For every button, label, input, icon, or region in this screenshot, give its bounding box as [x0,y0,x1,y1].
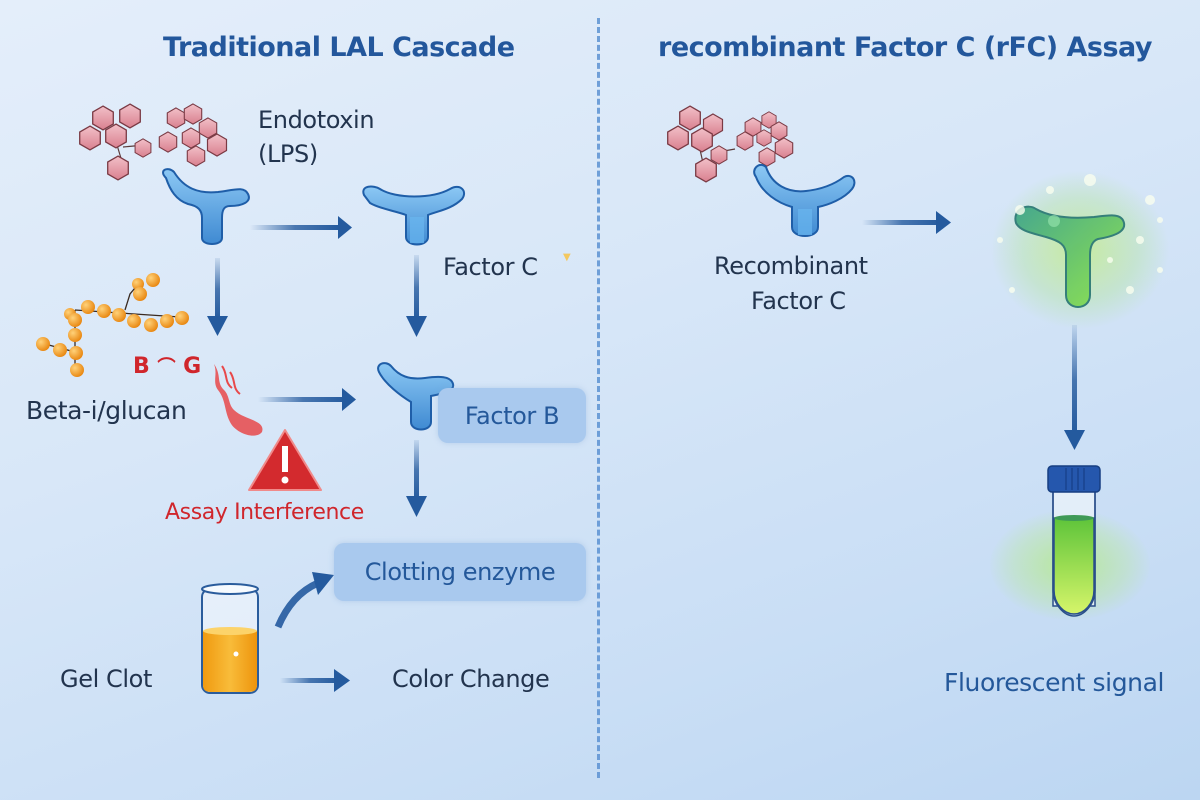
gel-clot-tube-icon [201,583,259,694]
fluorescent-particles [997,174,1163,294]
interference-flame-icon [214,364,263,436]
gel-clot-label: Gel Clot [60,665,152,693]
arrow-protein-to-tube [1064,325,1085,450]
arrow-gel-to-clotting-enzyme [274,572,334,629]
right-panel-title: recombinant Factor C (rFC) Assay [658,32,1153,63]
arrow-glucan-to-factor-b [258,388,356,411]
bg-symbol-link: ⌒ [157,357,176,378]
bg-symbol-g: G [183,354,202,379]
recombinant-label-line1: Recombinant [714,252,868,280]
endotoxin-label-line2: (LPS) [258,140,318,168]
factor-b-box: Factor B [438,388,586,443]
factor-b-protein-icon [377,362,455,431]
bg-symbol: B ⌒ G [133,353,201,379]
bg-symbol-b: B [133,354,150,379]
endotoxin-label-line1: Endotoxin [258,106,375,134]
warning-icon [248,429,322,491]
arrow-factor-c-to-factor-b [406,255,427,337]
arrow-factor-b-to-clotting-enzyme [406,440,427,517]
lps-molecule-icon [79,103,228,181]
assay-interference-label: Assay Interference [165,500,364,525]
beta-glucan-molecule-icon [36,273,189,377]
beta-glucan-label: Beta-i/glucan [26,396,187,425]
arrow-protein-to-beta-glucan [207,258,228,336]
color-change-label: Color Change [392,665,550,693]
arrow-gel-to-color-change [280,669,350,692]
fluorescent-signal-label: Fluorescent signal [944,668,1165,697]
factor-c-label: Factor C [443,253,538,281]
arrow-endotoxin-to-factor-c [250,216,352,239]
arrow-rfc-to-fluorescent-protein [862,211,951,234]
clotting-enzyme-box: Clotting enzyme [334,543,586,601]
fluorescent-protein-icon [1014,205,1126,308]
rfc-lps-molecule-icon [667,105,794,183]
fluorescent-test-tube-icon [1047,465,1101,617]
endotoxin-binding-protein-icon [162,168,250,245]
left-panel-title: Traditional LAL Cascade [163,32,515,63]
panel-divider [597,18,600,778]
sparkle-icon: ▼ [563,252,571,263]
recombinant-factor-c-protein-icon [753,163,856,237]
factor-c-protein-icon [362,185,466,246]
recombinant-label-line2: Factor C [751,287,846,315]
